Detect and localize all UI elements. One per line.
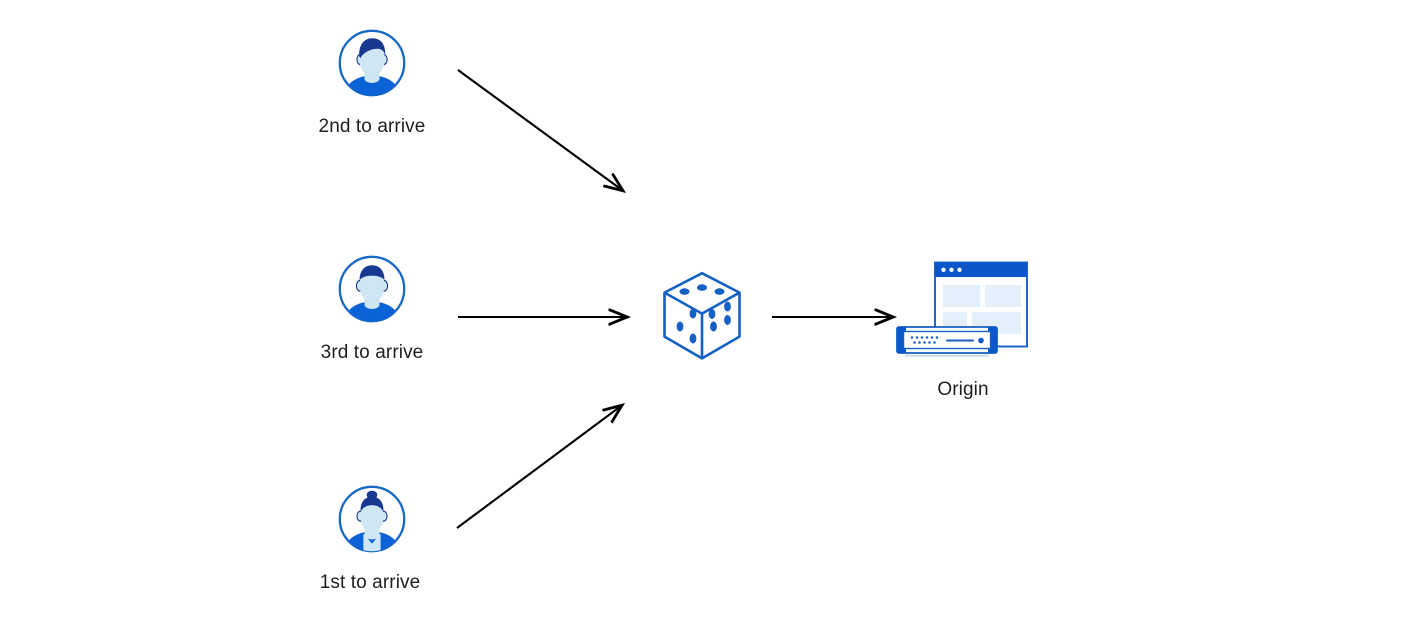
dice-icon — [660, 270, 744, 362]
node-label-user-third: 3rd to arrive — [320, 342, 424, 363]
node-label-user-first: 1st to arrive — [319, 572, 421, 593]
node-label-origin: Origin — [937, 379, 989, 400]
user-avatar-icon — [337, 484, 407, 554]
arrow-second-to-dice — [457, 69, 622, 190]
arrow-first-to-dice — [456, 406, 621, 529]
server-device — [896, 326, 998, 357]
origin-server-icon — [893, 258, 1038, 363]
node-label-user-second: 2nd to arrive — [318, 116, 426, 137]
user-avatar-icon — [337, 254, 407, 324]
hair-bun — [366, 490, 378, 500]
user-avatar-icon — [337, 28, 407, 98]
